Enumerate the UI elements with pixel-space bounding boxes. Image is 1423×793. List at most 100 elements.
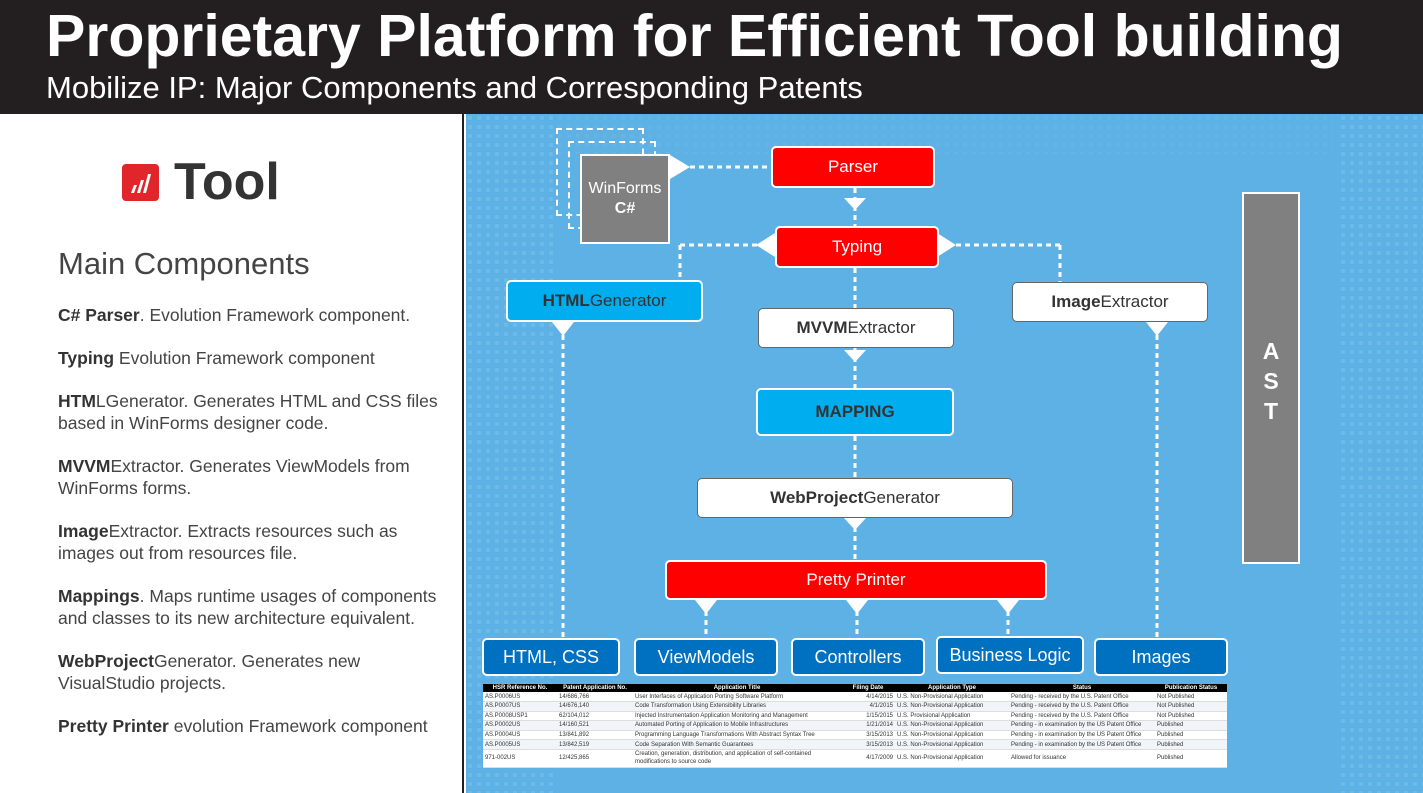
table-cell: U.S. Non-Provisional Application (895, 749, 1009, 769)
table-cell: Not Published (1155, 701, 1227, 712)
table-cell: 4/1/2015 (841, 701, 895, 712)
table-cell: U.S. Non-Provisional Application (895, 692, 1009, 703)
page-title: Proprietary Platform for Efficient Tool … (46, 3, 1343, 69)
box-label: Extractor (1100, 292, 1169, 311)
tool-name: Tool (174, 153, 280, 211)
box-label: Generator (863, 488, 940, 507)
table-cell: 4/14/2015 (841, 692, 895, 703)
component-item: MVVMExtractor. Generates ViewModels from… (58, 455, 458, 499)
table-cell: U.S. Non-Provisional Application (895, 730, 1009, 741)
component-description: Evolution Framework component (114, 348, 375, 368)
left-panel: Tool Main Components C# Parser. Evolutio… (0, 114, 464, 793)
component-name: Typing (58, 348, 115, 368)
winforms-label: WinForms (588, 180, 662, 197)
table-cell: Published (1155, 749, 1227, 769)
component-item: Pretty Printer evolution Framework compo… (58, 715, 458, 737)
ast-letter: T (1263, 398, 1279, 424)
table-cell: AS.P0008USP1 (483, 711, 557, 722)
table-cell: AS.P0002US (483, 720, 557, 731)
table-cell: 4/17/2009 (841, 749, 895, 769)
table-cell: Pending - received by the U.S. Patent Of… (1009, 701, 1155, 712)
mapping-box: MAPPING (756, 388, 954, 436)
table-cell: 13/842,519 (557, 739, 633, 750)
box-label-bold: MVVM (796, 318, 848, 337)
table-cell: Automated Porting of Application to Mobi… (633, 720, 841, 731)
table-cell: AS.P0004US (483, 730, 557, 741)
output-images: Images (1094, 638, 1228, 676)
table-cell: Published (1155, 730, 1227, 741)
bar-chart-logo-icon (122, 164, 159, 201)
table-cell: Published (1155, 739, 1227, 750)
table-cell: Pending - received by the U.S. Patent Of… (1009, 692, 1155, 703)
column-header: Status (1009, 684, 1155, 692)
box-label-bold: HTML (542, 291, 590, 310)
table-header-row: HSR Reference No. Patent Application No.… (483, 684, 1227, 692)
component-description: Generator. Generates new VisualStudio pr… (58, 651, 361, 693)
component-name: Pretty Printer (58, 716, 169, 736)
language-label: C# (614, 200, 636, 217)
component-name: WebProject (58, 651, 154, 671)
component-description: LGenerator. Generates HTML and CSS files… (58, 391, 438, 433)
header: Proprietary Platform for Efficient Tool … (0, 0, 1423, 114)
table-cell: Creation, generation, distribution, and … (633, 749, 841, 769)
main-components-heading: Main Components (58, 246, 310, 281)
output-html-css: HTML, CSS (482, 638, 620, 676)
column-header: Patent Application No. (557, 684, 633, 692)
table-cell: Not Published (1155, 692, 1227, 703)
component-item: Mappings. Maps runtime usages of compone… (58, 585, 458, 629)
table-cell: 1/21/2014 (841, 720, 895, 731)
column-header: Application Type (895, 684, 1009, 692)
pretty-printer-box: Pretty Printer (665, 560, 1047, 600)
page-subtitle: Mobilize IP: Major Components and Corres… (46, 70, 863, 105)
box-label-bold: WebProject (770, 488, 864, 507)
table-cell: 62/104,012 (557, 711, 633, 722)
component-name: Image (58, 521, 109, 541)
box-label: Generator (589, 291, 667, 310)
table-cell: U.S. Non-Provisional Application (895, 739, 1009, 750)
table-cell: Code Transformation Using Extensibility … (633, 701, 841, 712)
table-cell: Programming Language Transformations Wit… (633, 730, 841, 741)
component-name: HTM (58, 391, 96, 411)
table-cell: AS.P0007US (483, 701, 557, 712)
column-header: HSR Reference No. (483, 684, 557, 692)
component-description: . Maps runtime usages of components and … (58, 586, 437, 628)
parser-box: Parser (771, 146, 935, 188)
output-viewmodels: ViewModels (634, 638, 778, 676)
component-description: evolution Framework component (168, 716, 428, 736)
ast-letter: A (1262, 338, 1280, 364)
component-description: Extractor. Extracts resources such as im… (58, 521, 398, 563)
ast-letter: S (1263, 368, 1279, 394)
output-controllers: Controllers (791, 638, 925, 676)
table-cell: Pending - in examination by the US Paten… (1009, 720, 1155, 731)
column-header: Publication Status (1155, 684, 1227, 692)
table-cell: 12/425,865 (557, 749, 633, 769)
box-label: Extractor (847, 318, 916, 337)
table-cell: Pending - received by the U.S. Patent Of… (1009, 711, 1155, 722)
table-cell: 1/15/2015 (841, 711, 895, 722)
component-item: HTMLGenerator. Generates HTML and CSS fi… (58, 390, 458, 434)
table-cell: Published (1155, 720, 1227, 731)
table-cell: 3/15/2013 (841, 739, 895, 750)
table-cell: Pending - in examination by the US Paten… (1009, 739, 1155, 750)
table-cell: AS.P0005US (483, 739, 557, 750)
table-cell: AS.P0006US (483, 692, 557, 703)
winforms-box: WinForms C# (580, 154, 670, 244)
component-item: ImageExtractor. Extracts resources such … (58, 520, 458, 564)
column-header: Filing Date (841, 684, 895, 692)
component-name: C# Parser (58, 305, 140, 325)
component-item: C# Parser. Evolution Framework component… (58, 304, 458, 326)
component-name: MVVM (58, 456, 111, 476)
patent-table: HSR Reference No. Patent Application No.… (483, 684, 1227, 769)
box-label-bold: Image (1051, 292, 1101, 311)
table-cell: 14/160,521 (557, 720, 633, 731)
table-cell: 3/15/2013 (841, 730, 895, 741)
